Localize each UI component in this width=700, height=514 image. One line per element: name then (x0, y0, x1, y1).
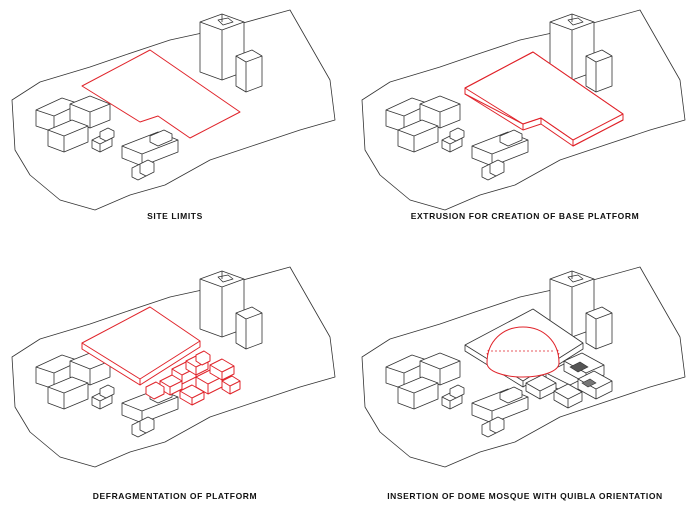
defragmentation-diagram (11, 266, 336, 468)
site-limits-diagram (11, 9, 336, 211)
caption-extrusion: EXTRUSION FOR CREATION OF BASE PLATFORM (410, 211, 640, 221)
hatched-courtyard (569, 361, 589, 373)
caption-dome-mosque: INSERTION OF DOME MOSQUE WITH QUIBLA ORI… (387, 491, 663, 501)
dome-mosque-diagram (361, 266, 686, 468)
site-boundary-outline (81, 49, 241, 139)
panel-dome-mosque: INSERTION OF DOME MOSQUE WITH QUIBLA ORI… (350, 257, 700, 514)
base-platform-extrusion (464, 51, 624, 147)
mosque-dome (486, 326, 560, 378)
platform-with-mosque (464, 308, 613, 409)
defragmented-platform (81, 306, 241, 406)
panel-defragmentation: DEFRAGMENTATION OF PLATFORM (0, 257, 350, 514)
caption-site-limits: SITE LIMITS (147, 211, 203, 221)
panel-site-limits: SITE LIMITS (0, 0, 350, 257)
extrusion-diagram (361, 9, 686, 211)
caption-defragmentation: DEFRAGMENTATION OF PLATFORM (92, 491, 258, 501)
panel-extrusion: EXTRUSION FOR CREATION OF BASE PLATFORM (350, 0, 700, 257)
